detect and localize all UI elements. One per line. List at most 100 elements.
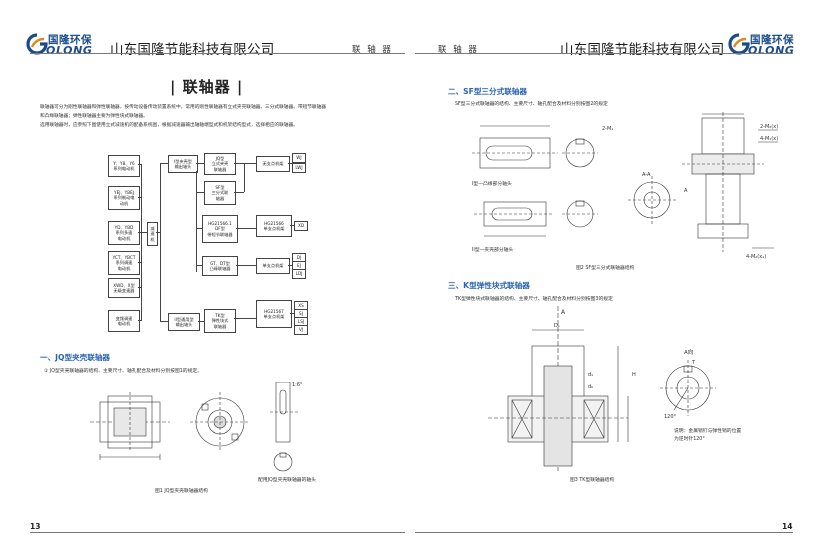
fig3-caption: 图3 TK型联轴器结构 <box>570 478 615 483</box>
fc-coupling-gt: GT、DT型 凸缘联轴器 <box>202 256 238 276</box>
fc-connector <box>138 320 142 321</box>
fc-connector <box>138 164 142 165</box>
logo-text-cn: 国隆环保 <box>48 34 92 46</box>
fc-code-ldj: LDJ <box>292 269 306 279</box>
fc-connector <box>236 265 256 266</box>
page-number-right: 14 <box>782 522 793 531</box>
fig2-caption: 图2 SF型三分式联轴器结构 <box>576 266 635 271</box>
fig2-label-2m2: 2-M₂(x) <box>760 124 778 130</box>
fc-motor-3: YD、YBD 系列多速 电动机 <box>108 221 140 245</box>
fig1-caption: 图1 JQ型夹壳联轴器结构 <box>155 489 208 494</box>
fc-connector <box>138 197 142 198</box>
fig3-label-a-view: A向 <box>684 348 693 356</box>
footer-rule <box>30 532 405 533</box>
fc-connector <box>288 265 292 266</box>
fig2-label-4m2: 4-M₂(x₁) <box>746 254 766 260</box>
intro-line-2: 和凸缘联轴器；弹性联轴器主要为弹性块式联轴器。 <box>40 114 148 119</box>
fc-connector <box>160 321 168 322</box>
section-heading-tk: 三、K型弹性块式联轴器 <box>448 281 530 290</box>
fc-motor-5: XWD、X型 无级变速器 <box>108 278 140 298</box>
fc-code-wj: WJ <box>292 153 306 163</box>
fig3-label-120: 120° <box>664 414 677 420</box>
fc-connector <box>141 164 142 320</box>
footer-rule <box>415 532 793 533</box>
fc-connector <box>138 287 142 288</box>
fc-motor-4: YCT、YBCT 系列调速 电动机 <box>108 251 140 275</box>
fig3-label-d1-small: d₁ <box>588 372 593 378</box>
page-title: | 联轴器 | <box>170 78 244 96</box>
section-tag: 联 轴 器 <box>438 45 479 55</box>
header-rule <box>415 53 793 54</box>
fig2-label-a: A <box>684 188 688 194</box>
fc-output-a: I型夹壳型 输出轴头 <box>168 155 198 173</box>
fc-connector <box>160 163 161 322</box>
fc-coupling-jq: JQ型 立式夹壳 联轴器 <box>204 153 236 175</box>
company-name: 山东国隆节能科技有限公司 <box>110 42 275 58</box>
fc-reducer: 减 速 机 <box>147 222 158 246</box>
fc-connector <box>234 163 256 164</box>
fc-motor-2: YEJ、YBEJ 系列制动电 动机 <box>108 186 140 210</box>
fc-connector <box>160 163 168 164</box>
page-number-left: 13 <box>30 522 41 531</box>
fig1-side-caption: 配用JQ型夹壳联轴器的轴头 <box>258 478 316 483</box>
logo-text-cn: 国隆环保 <box>750 34 794 46</box>
company-name: 山东国隆节能科技有限公司 <box>560 42 725 58</box>
fc-connector <box>196 171 197 272</box>
section-heading-jq: 一、JQ型夹壳联轴器 <box>40 353 111 362</box>
fc-connector <box>234 192 244 193</box>
fig3-label-h: H <box>632 372 636 378</box>
section-heading-sf: 二、SF型三分式联轴器 <box>448 87 527 96</box>
fig1-label-e: 1:6° <box>292 382 303 388</box>
fig3-label-t: T <box>691 360 696 366</box>
fc-connector <box>196 163 204 164</box>
section-jq-desc: ① JQ型夹壳联轴器的结构、主要尺寸、轴孔配合及材料分别按图1的规定。 <box>44 369 202 374</box>
logo-mark-icon <box>728 33 750 55</box>
fc-coupling-sf: SF型 三分式联 轴器 <box>204 181 236 205</box>
intro-line-1: 联轴器可分为刚性联轴器和弹性联轴器，按传动设备传动装置系统中，常用的刚性联轴器有… <box>40 105 326 110</box>
fc-code-lwj: LWJ <box>292 163 306 173</box>
fc-connector <box>196 228 204 229</box>
fc-frame-single: 单支点机架 <box>256 258 290 274</box>
company-logo: 国隆环保 OLONG <box>728 33 806 57</box>
fc-code-xd: XD <box>294 221 308 231</box>
section-tag: 联 轴 器 <box>352 45 393 55</box>
fc-output-b: II型通用型 输出轴头 <box>168 313 200 331</box>
fc-connector <box>288 163 292 164</box>
section-tk-desc: TK型弹性块式联轴器的结构、主要尺寸、轴孔配合及材料分别按图3的规定 <box>455 297 613 302</box>
section-sf-desc: SF型三分式联轴器的结构、主要尺寸、轴孔配合及材料分别按图2的规定 <box>455 102 608 107</box>
fig2-sf-coupling-drawing: D₁ 2-M₁ A-A 2-M₂(x) 4-M₁(x) A 4-M₂(x₁) <box>472 112 778 260</box>
fc-connector <box>138 262 142 263</box>
fig2-label-4m1: 4-M₁(x) <box>760 136 778 142</box>
fc-connector <box>196 265 204 266</box>
fig2-label-aa: A-A <box>642 172 651 178</box>
fc-motor-1: Y、Y8、Y6 系列电动机 <box>108 155 140 177</box>
intro-line-3: 选用联轴器时，应参照下图使用立式减速机的配备系统图，根据减速器输出轴轴端型式和机… <box>40 123 298 128</box>
fig3-label-d1: D₁ <box>554 323 560 329</box>
fig2-sub1-caption: I型一凸缘部分轴头 <box>472 182 512 187</box>
fig3-note: 说明：金属销钉与弹性销的位置 为逆时针120° <box>674 429 742 442</box>
fc-code-vj: VJ <box>294 325 308 335</box>
fc-coupling-hg: HG21566.1 DF型 带短节联轴器 <box>202 215 238 243</box>
left-page: 国隆环保 OLONG 山东国隆节能科技有限公司 联 轴 器 | 联轴器 | 联轴… <box>26 33 405 533</box>
fig2-label-2m1: 2-M₁ <box>602 126 613 132</box>
logo-mark-icon <box>26 33 48 55</box>
fc-connector <box>234 318 256 319</box>
fc-connector <box>198 321 204 322</box>
fc-connector <box>141 232 147 233</box>
fig3-label-d0: d₀ <box>588 384 593 390</box>
fc-frame-nobearing: 无支点机架 <box>256 156 290 172</box>
header-rule <box>30 53 405 54</box>
logo-text-en: OLONG <box>46 44 93 57</box>
fc-motor-6: 变频调速 电动机 <box>108 310 140 332</box>
fc-connector <box>138 232 142 233</box>
right-page: 联 轴 器 山东国隆节能科技有限公司 国隆环保 OLONG 二、SF型三分式联轴… <box>410 0 820 560</box>
fig2-sub2-caption: II型一夹壳部分轴头 <box>472 248 514 253</box>
fc-connector <box>290 225 294 226</box>
fc-connector <box>156 232 160 233</box>
fc-connector <box>196 192 204 193</box>
fc-connector <box>236 228 256 229</box>
fc-frame-hg2: HG21567 单支点机架 <box>256 300 292 328</box>
logo-text-en: OLONG <box>748 44 795 57</box>
fc-connector <box>244 163 245 192</box>
fc-coupling-tk: TK型 弹性块式 联轴器 <box>204 309 236 333</box>
